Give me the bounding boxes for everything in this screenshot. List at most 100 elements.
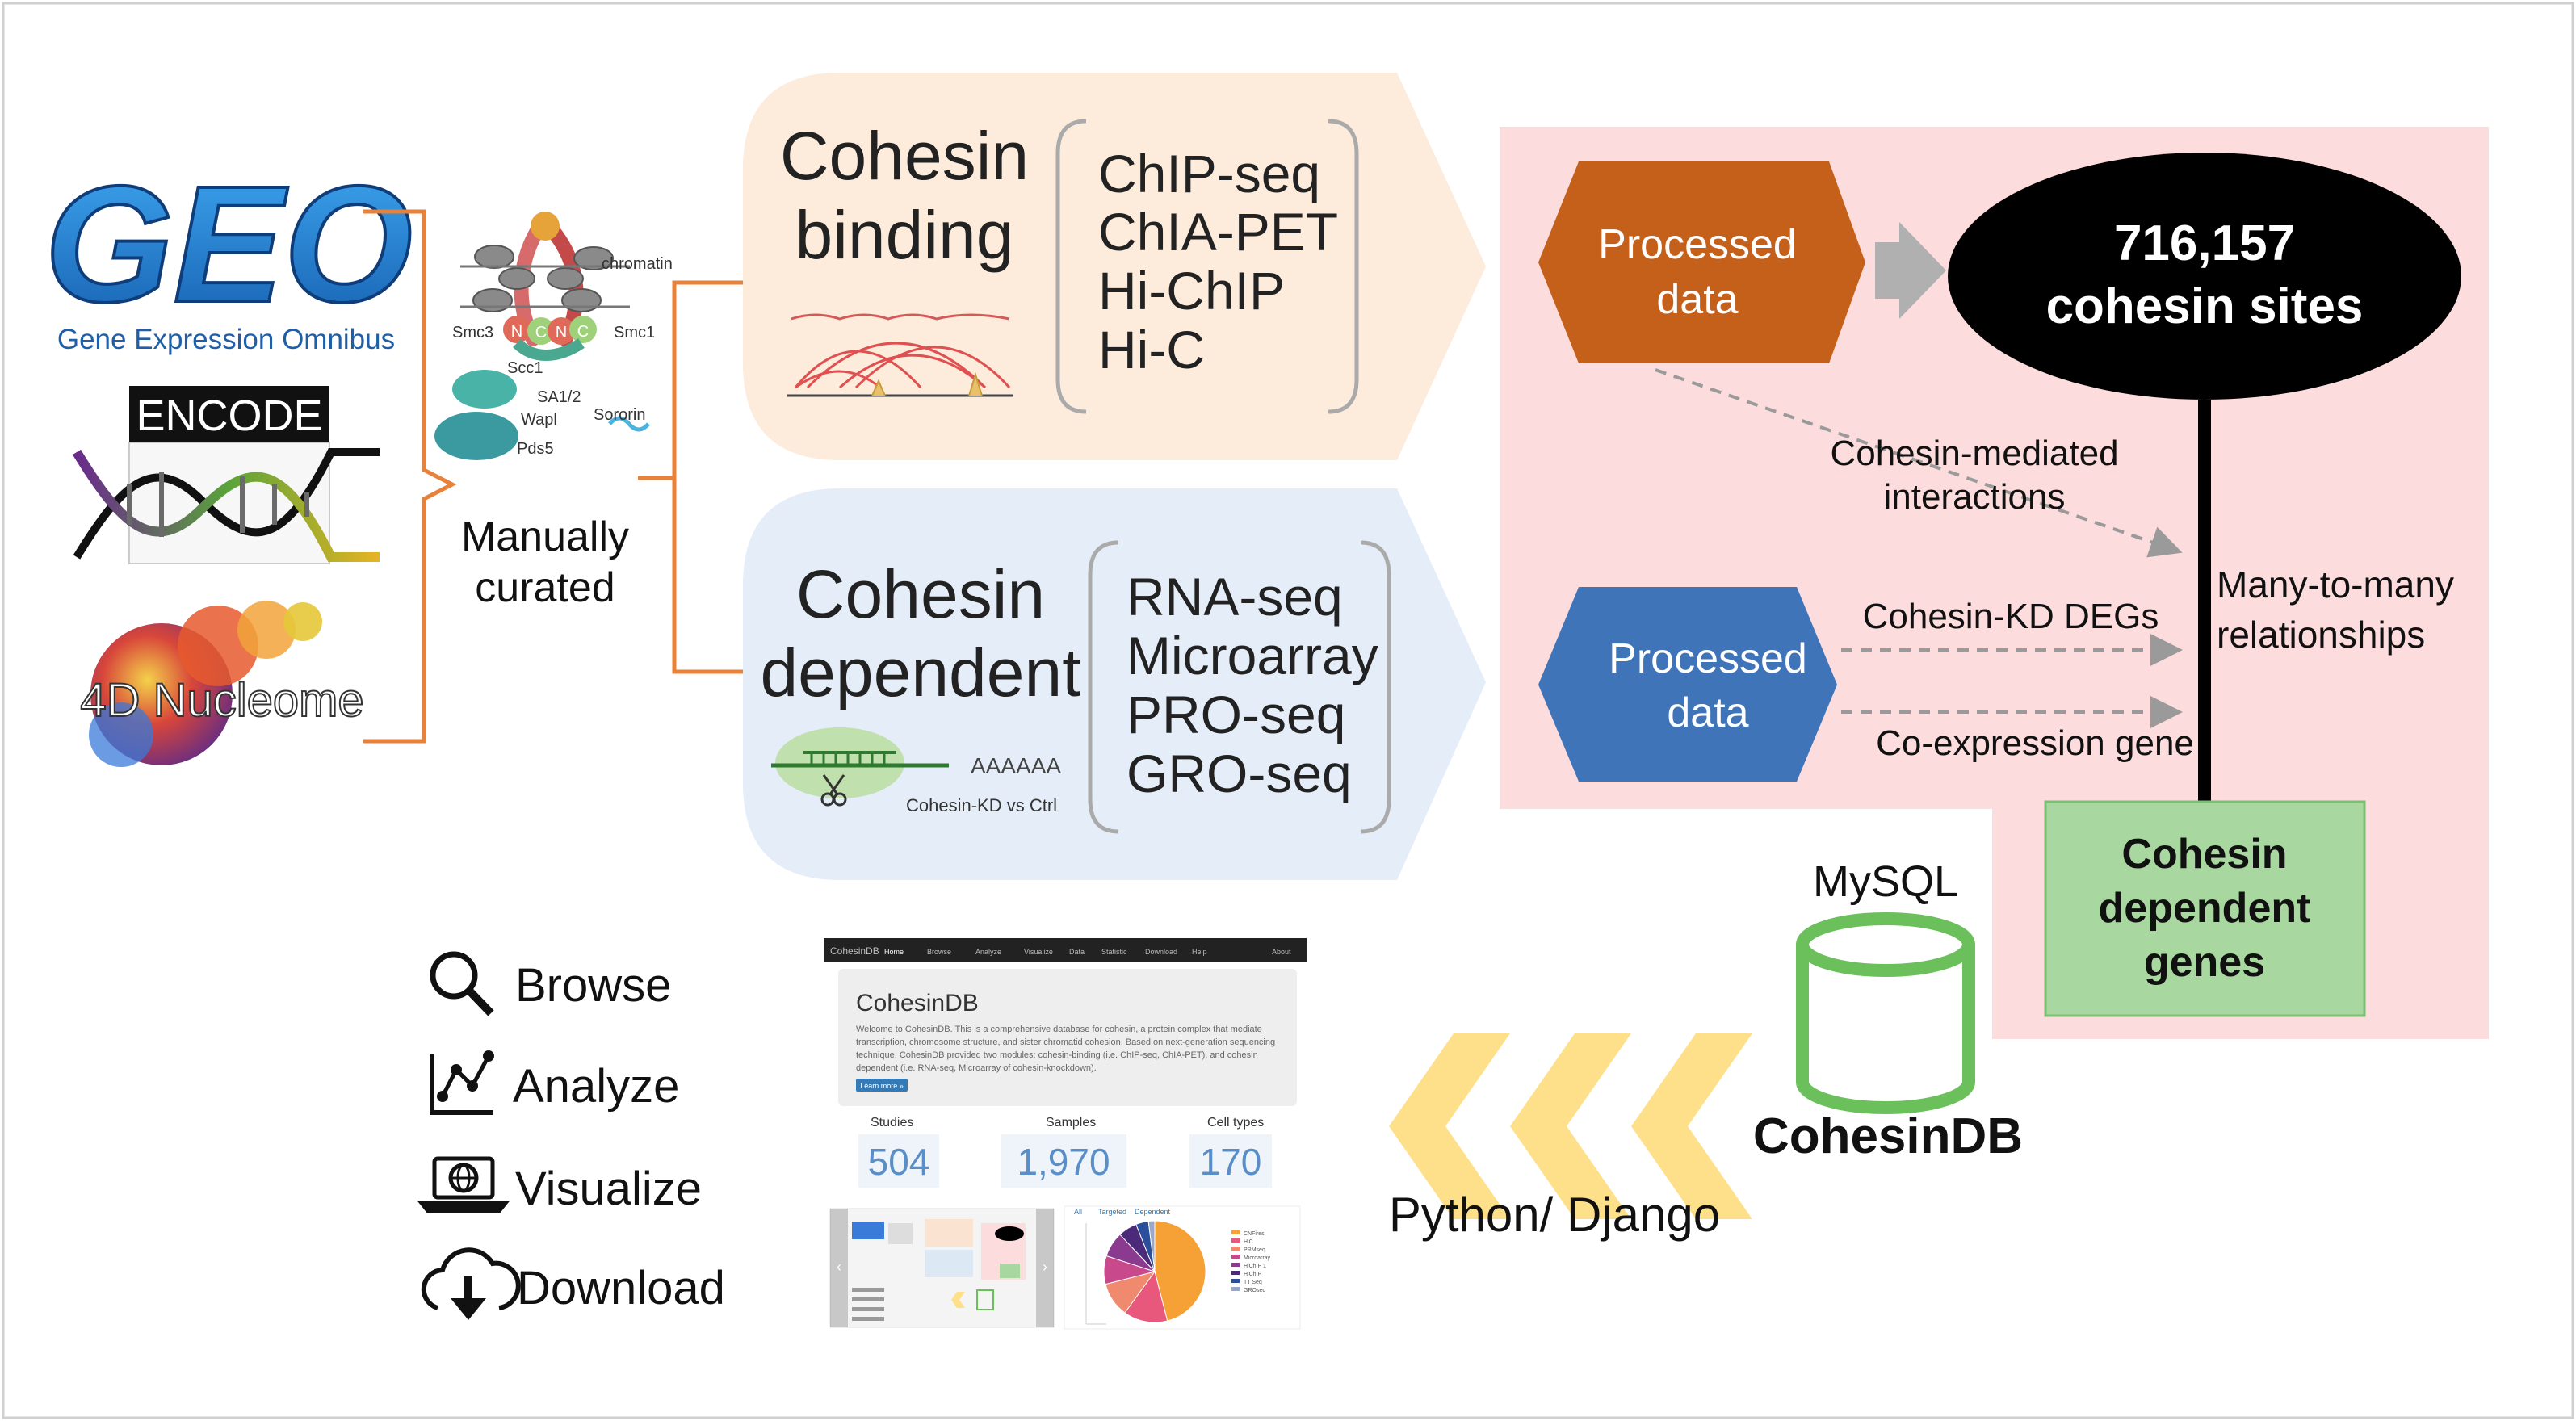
stat-celltypes-box xyxy=(1189,1134,1272,1188)
svg-text:N: N xyxy=(511,323,522,341)
binding-title-line1: Cohesin xyxy=(780,118,1029,194)
svg-text:genes: genes xyxy=(2144,939,2265,986)
method-chia-pet: ChIA-PET xyxy=(1098,202,1338,262)
pie-legend-swatch xyxy=(1231,1263,1240,1267)
screenshot-nav-item: Home xyxy=(884,948,904,956)
pie-legend-swatch xyxy=(1231,1271,1240,1275)
many-to-many-line1: Many-to-many xyxy=(2217,564,2454,606)
stat-studies-box xyxy=(858,1134,939,1188)
processed-data-bottom: Processed data xyxy=(1538,587,1837,782)
method-gro-seq: GRO-seq xyxy=(1126,744,1352,803)
svg-text:Scc1: Scc1 xyxy=(507,359,543,377)
cohesin-dependent-module: Cohesin dependent AAAAAA Cohesin-KD vs C… xyxy=(743,488,1486,880)
screenshot-nav-item: Analyze xyxy=(975,948,1001,956)
screenshot-nav-item: CohesinDB xyxy=(830,945,879,957)
analyze-icon xyxy=(430,1050,494,1115)
pie-legend-swatch xyxy=(1231,1287,1240,1291)
pie-tab-all: All xyxy=(1074,1208,1082,1216)
screenshot-nav-item: About xyxy=(1272,948,1291,956)
svg-text:SA1/2: SA1/2 xyxy=(537,388,581,406)
feature-visualize: Visualize xyxy=(515,1163,702,1215)
screenshot-carousel-thumbnail: ‹ › xyxy=(829,1208,1055,1328)
cohesindb-name: CohesinDB xyxy=(1753,1109,2023,1164)
binding-title-line2: binding xyxy=(795,197,1014,273)
svg-text:data: data xyxy=(1656,276,1738,323)
kd-degs-label: Cohesin-KD DEGs xyxy=(1863,597,2159,636)
screenshot-intro-line2: transcription, chromosome structure, and… xyxy=(856,1037,1275,1047)
svg-text:Sororin: Sororin xyxy=(594,406,645,424)
dependent-title-line2: dependent xyxy=(760,635,1080,710)
processed-data-top: Processed data xyxy=(1538,161,1865,363)
svg-text:C: C xyxy=(535,324,547,342)
method-microarray: Microarray xyxy=(1126,626,1378,685)
pie-legend-label: HiChIP xyxy=(1244,1272,1262,1277)
svg-text:chromatin: chromatin xyxy=(602,255,673,273)
svg-text:Wapl: Wapl xyxy=(521,411,557,429)
svg-text:4D Nucleome: 4D Nucleome xyxy=(80,674,363,727)
screenshot-nav-item: Help xyxy=(1192,948,1207,956)
dependent-genes-box: Cohesin dependent genes xyxy=(2044,800,2366,1017)
manually-curated-label-line2: curated xyxy=(475,564,615,611)
pie-legend-label: TT Seq xyxy=(1244,1280,1262,1285)
scissors-icon xyxy=(820,774,847,807)
method-chip-seq: ChIP-seq xyxy=(1098,144,1320,203)
coexpression-label: Co-expression gene xyxy=(1876,723,2194,763)
manually-curated-label-line1: Manually xyxy=(461,513,629,560)
method-hichip: Hi-ChIP xyxy=(1098,261,1285,321)
method-pro-seq: PRO-seq xyxy=(1126,685,1345,744)
svg-text:Processed: Processed xyxy=(1609,635,1807,682)
svg-text:Processed: Processed xyxy=(1598,221,1797,268)
knockdown-caption: Cohesin-KD vs Ctrl xyxy=(906,795,1057,815)
svg-text:cohesin sites: cohesin sites xyxy=(2046,279,2364,334)
cohesin-sites-oval: 716,157 cohesin sites xyxy=(1948,153,2461,400)
rna-knockdown-graphic: AAAAAA Cohesin-KD vs Ctrl xyxy=(771,727,1061,815)
stat-celltypes-value: 170 xyxy=(1200,1141,1262,1183)
interaction-arcs-graphic xyxy=(787,313,1013,397)
geo-logo: GEO Gene Expression Omnibus xyxy=(43,150,414,355)
pie-tab-dependent: Dependent xyxy=(1135,1208,1171,1216)
many-to-many-line2: relationships xyxy=(2217,614,2425,656)
screenshot-intro-line1: Welcome to CohesinDB. This is a comprehe… xyxy=(856,1025,1262,1034)
pie-legend-swatch xyxy=(1231,1238,1240,1243)
screenshot-intro-line3: technique, CohesinDB provided two module… xyxy=(856,1050,1258,1060)
geo-caption: Gene Expression Omnibus xyxy=(57,324,395,355)
pie-legend-swatch xyxy=(1231,1279,1240,1283)
screenshot-nav-item: Statistic xyxy=(1101,948,1127,956)
search-icon xyxy=(430,951,494,1016)
carousel-left-chevron-icon: ‹ xyxy=(837,1259,841,1275)
laptop-globe-icon xyxy=(417,1156,510,1213)
screenshot-nav-item: Browse xyxy=(927,948,951,956)
cohesin-binding-module: Cohesin binding ChIP-seq ChIA-PET Hi-ChI… xyxy=(743,73,1486,460)
feature-analyze: Analyze xyxy=(513,1060,679,1113)
screenshot-nav-item: Data xyxy=(1069,948,1085,956)
svg-text:Pds5: Pds5 xyxy=(517,440,554,458)
pie-legend-label: CNFires xyxy=(1244,1231,1265,1237)
stat-samples-label: Samples xyxy=(1046,1116,1096,1130)
svg-text:N: N xyxy=(556,324,567,342)
method-hic: Hi-C xyxy=(1098,320,1205,379)
stat-celltypes-label: Cell types xyxy=(1207,1116,1264,1130)
pie-legend-label: GROseq xyxy=(1244,1288,1265,1293)
cohesin-complex-diagram: N C N C chromatin Smc3 Smc1 Scc1 SA1/2 W… xyxy=(434,212,673,460)
pie-tab-targeted: Targeted xyxy=(1098,1208,1126,1216)
interactions-label-line2: interactions xyxy=(1883,477,2065,517)
pie-legend-swatch xyxy=(1231,1255,1240,1259)
svg-text:dependent: dependent xyxy=(2099,885,2311,932)
svg-text:AAAAAA: AAAAAA xyxy=(971,753,1061,778)
stat-studies-value: 504 xyxy=(868,1141,930,1183)
pie-chart xyxy=(1103,1220,1206,1323)
svg-text:Smc1: Smc1 xyxy=(614,324,655,342)
stat-samples-box xyxy=(1001,1134,1126,1188)
pie-legend-label: PRMseq xyxy=(1244,1247,1265,1253)
dependent-title-line1: Cohesin xyxy=(796,556,1045,632)
pie-legend-label: HiChIP 1 xyxy=(1244,1264,1266,1269)
database-icon xyxy=(1796,912,1975,1114)
backward-chevrons xyxy=(1389,1033,1752,1219)
pie-legend-label: Microarray xyxy=(1244,1255,1271,1261)
svg-text:C: C xyxy=(577,323,589,341)
mysql-label: MySQL xyxy=(1813,857,1958,906)
pie-slice xyxy=(1154,1220,1206,1322)
svg-text:716,157: 716,157 xyxy=(2114,216,2295,271)
